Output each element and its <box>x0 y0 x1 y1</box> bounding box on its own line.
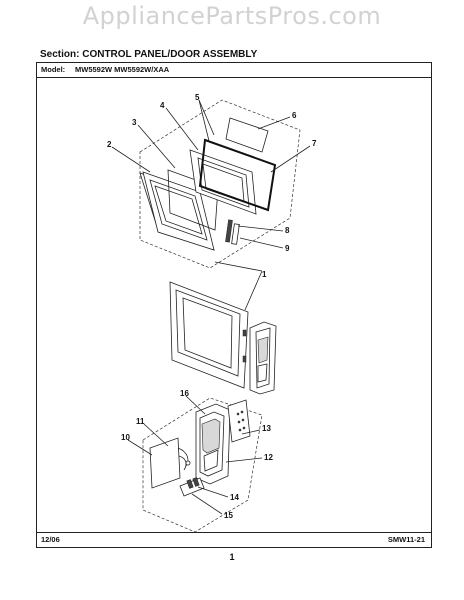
diagram-frame: Model: MW5592W MW5592W/XAA 12/06 SMW11-2… <box>36 62 432 548</box>
page-number: 1 <box>229 552 235 562</box>
control-panel-frame <box>195 403 231 485</box>
model-value: MW5592W MW5592W/XAA <box>75 65 170 74</box>
callout-12: 12 <box>264 453 273 462</box>
callout-9: 9 <box>285 244 290 253</box>
callout-10: 10 <box>121 433 130 442</box>
callout-1: 1 <box>262 270 267 279</box>
door-inner-frame <box>189 149 257 215</box>
leader-lines-bottom <box>127 395 263 515</box>
section-title: Section: CONTROL PANEL/DOOR ASSEMBLY <box>40 49 258 60</box>
door-latch-parts <box>225 219 240 245</box>
door-seal-gasket <box>198 138 277 212</box>
footer-row: 12/06 SMW11-21 <box>37 532 431 547</box>
callout-5: 5 <box>195 93 200 102</box>
watermark-logo-text: AppliancePartsPros.com <box>82 2 382 30</box>
callout-8: 8 <box>285 226 290 235</box>
control-panel-assembly-group <box>127 395 263 533</box>
control-pcb <box>149 437 191 489</box>
callout-3: 3 <box>132 118 137 127</box>
door-assembly-outline <box>139 99 301 269</box>
footer-code: SMW11-21 <box>387 535 425 544</box>
callout-14: 14 <box>230 493 239 502</box>
control-panel-cover <box>249 321 277 395</box>
membrane-keyboard <box>227 399 251 443</box>
model-label: Model: <box>41 65 66 74</box>
door-assembly-group <box>111 99 311 311</box>
footer-date: 12/06 <box>41 535 60 544</box>
callout-11: 11 <box>136 417 145 426</box>
callout-labels: 1 2 3 4 5 6 7 8 9 10 11 12 13 14 15 16 <box>107 93 317 520</box>
callout-4: 4 <box>160 101 165 110</box>
door-cover-plate <box>225 117 269 153</box>
callout-13: 13 <box>262 424 271 433</box>
callout-16: 16 <box>180 389 189 398</box>
model-row: Model: MW5592W MW5592W/XAA <box>37 63 431 78</box>
callout-15: 15 <box>224 511 233 520</box>
control-bracket <box>179 477 205 497</box>
callout-7: 7 <box>312 139 317 148</box>
callout-6: 6 <box>292 111 297 120</box>
leader-lines-top <box>111 99 311 311</box>
callout-2: 2 <box>107 140 112 149</box>
door-complete-group <box>169 281 249 389</box>
